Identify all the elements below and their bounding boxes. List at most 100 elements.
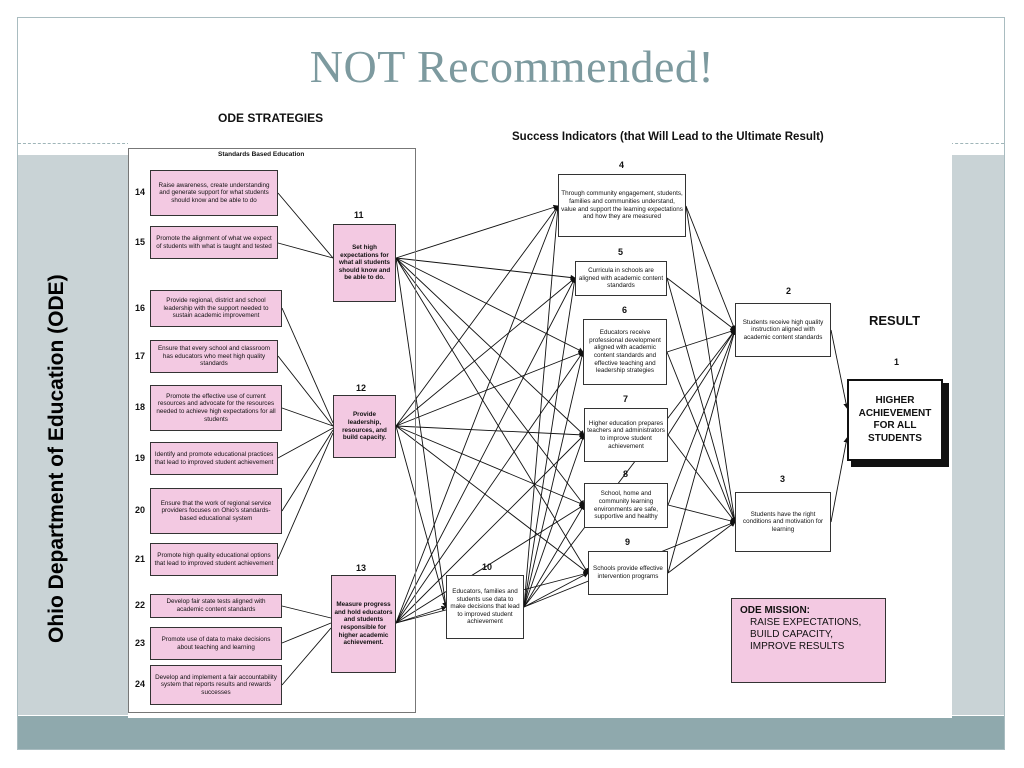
connector-line bbox=[395, 605, 447, 624]
footer-bar bbox=[18, 716, 1004, 749]
strategy-box: Ensure that the work of regional service… bbox=[150, 488, 282, 534]
strategy-number: 21 bbox=[135, 553, 146, 564]
strategy-box: Promote the alignment of what we expect … bbox=[150, 226, 278, 259]
connector-line bbox=[281, 307, 334, 424]
indicator-box: Curricula in schools are aligned with ac… bbox=[575, 261, 667, 296]
connector-line bbox=[277, 355, 334, 427]
indicator-number: 4 bbox=[619, 160, 625, 170]
connector-line bbox=[395, 351, 584, 427]
connector-line bbox=[667, 521, 736, 574]
connector-line bbox=[523, 329, 736, 608]
connector-line bbox=[523, 277, 577, 608]
connector-line bbox=[395, 277, 576, 624]
indicator-number: 7 bbox=[623, 394, 629, 404]
connector-line bbox=[667, 504, 736, 524]
connector-line bbox=[395, 434, 585, 624]
goal-box: Set high expectations for what all stude… bbox=[333, 224, 396, 302]
strategies-frame bbox=[128, 148, 416, 713]
slide-title: NOT Recommended! bbox=[309, 41, 715, 92]
connector-line bbox=[667, 434, 736, 523]
connector-line bbox=[666, 277, 737, 523]
connector-line bbox=[667, 329, 737, 574]
strategy-box: Promote use of data to make decisions ab… bbox=[150, 627, 282, 660]
connector-line bbox=[395, 204, 559, 259]
indicator-box: Schools provide effective intervention p… bbox=[588, 551, 668, 595]
connector-line bbox=[666, 277, 736, 331]
indicator-box: Higher education prepares teachers and a… bbox=[584, 408, 668, 462]
connector-line bbox=[830, 437, 849, 523]
connector-line bbox=[277, 432, 334, 560]
indicator-box: School, home and community learning envi… bbox=[584, 483, 668, 528]
indicator-number: 6 bbox=[622, 305, 628, 315]
indicator-number: 9 bbox=[625, 537, 631, 547]
strategy-number: 23 bbox=[135, 637, 146, 648]
goal-box: Measure progress and hold educators and … bbox=[331, 575, 396, 673]
strategy-box: Promote high quality educational options… bbox=[150, 543, 278, 576]
connector-line bbox=[395, 205, 559, 427]
result-number: 1 bbox=[894, 357, 900, 367]
strategy-box: Promote the effective use of current res… bbox=[150, 385, 282, 431]
connector-line bbox=[395, 425, 585, 438]
mission-line: BUILD CAPACITY, bbox=[750, 629, 833, 640]
strategy-box: Identify and promote educational practic… bbox=[150, 442, 278, 475]
indicator-number: 5 bbox=[618, 247, 624, 257]
connector-line bbox=[667, 329, 736, 436]
connector-line bbox=[395, 205, 559, 624]
strategy-box: Raise awareness, create understanding an… bbox=[150, 170, 278, 216]
connector-line bbox=[395, 257, 589, 574]
strategy-number: 17 bbox=[135, 350, 146, 361]
connector-line bbox=[395, 351, 584, 624]
connector-line bbox=[523, 205, 561, 608]
result-heading: RESULT bbox=[869, 313, 921, 328]
strategy-number: 24 bbox=[135, 679, 146, 689]
strategy-number: 19 bbox=[135, 452, 146, 463]
goal-number: 12 bbox=[356, 383, 367, 393]
connector-line bbox=[395, 425, 585, 506]
connector-lines bbox=[277, 192, 849, 686]
connector-line bbox=[281, 407, 334, 427]
strategy-diagram: ODE STRATEGIES Success Indicators (that … bbox=[128, 108, 952, 718]
connector-line bbox=[281, 627, 332, 686]
indicator-box: Educators receive professional developme… bbox=[583, 319, 667, 385]
divider-left bbox=[18, 143, 130, 144]
connector-line bbox=[277, 427, 334, 459]
strategy-box: Ensure that every school and classroom h… bbox=[150, 340, 278, 373]
outcome-number: 2 bbox=[786, 286, 792, 296]
ode-strategies-heading: ODE STRATEGIES bbox=[218, 111, 324, 125]
mission-heading: ODE MISSION: bbox=[740, 605, 811, 616]
goal-box: Provide leadership, resources, and build… bbox=[333, 395, 396, 458]
strategy-number: 22 bbox=[135, 600, 146, 610]
strategy-box: Develop and implement a fair accountabil… bbox=[150, 665, 282, 705]
strategy-number: 20 bbox=[135, 505, 146, 515]
mission-line: IMPROVE RESULTS bbox=[750, 641, 845, 652]
connector-line bbox=[395, 257, 585, 436]
connector-line bbox=[666, 351, 736, 523]
connector-line bbox=[395, 425, 589, 574]
connector-line bbox=[667, 329, 736, 506]
connector-line bbox=[523, 504, 585, 608]
connector-line bbox=[830, 329, 849, 409]
connector-line bbox=[523, 351, 585, 608]
outcome-box: Students receive high quality instructio… bbox=[735, 303, 831, 357]
success-indicators-heading: Success Indicators (that Will Lead to th… bbox=[512, 131, 824, 143]
connector-line bbox=[277, 192, 334, 259]
center-number: 10 bbox=[482, 562, 493, 572]
connector-line bbox=[277, 242, 334, 259]
connector-line bbox=[281, 429, 334, 512]
connector-line bbox=[395, 257, 449, 608]
strategy-number: 15 bbox=[135, 236, 146, 247]
connector-line bbox=[395, 425, 448, 608]
strategy-box: Develop fair state tests aligned with ac… bbox=[150, 594, 282, 618]
vertical-label: Ohio Department of Education (ODE) bbox=[45, 274, 68, 643]
goal-number: 13 bbox=[356, 563, 367, 573]
connector-line bbox=[281, 622, 332, 644]
result-box: HIGHER ACHIEVEMENT FOR ALL STUDENTS bbox=[847, 379, 943, 461]
connector-line bbox=[395, 277, 576, 427]
strategy-number: 16 bbox=[135, 302, 146, 313]
connector-line bbox=[395, 257, 576, 281]
connector-line bbox=[666, 328, 736, 353]
connector-line bbox=[523, 572, 589, 608]
connector-line bbox=[395, 257, 584, 353]
standards-heading: Standards Based Education bbox=[218, 151, 305, 158]
connector-line bbox=[685, 205, 736, 331]
